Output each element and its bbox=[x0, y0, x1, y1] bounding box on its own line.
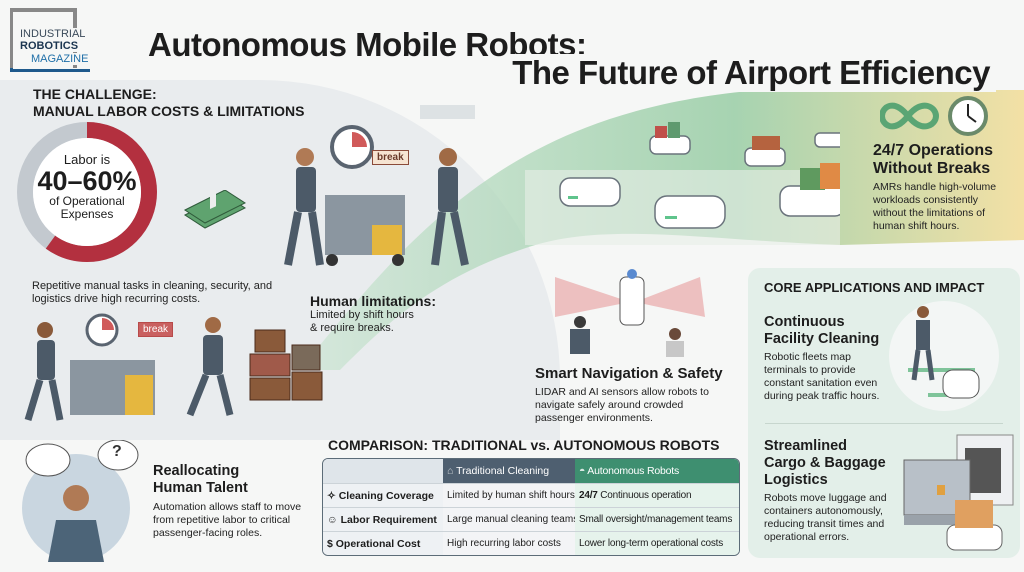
donut-value: 40–60% bbox=[37, 166, 137, 196]
navigation-text: LIDAR and AI sensors allow robots to nav… bbox=[535, 386, 709, 424]
donut-text-1: Labor is bbox=[63, 152, 111, 167]
row-label-text: Operational Cost bbox=[335, 537, 421, 550]
core-divider bbox=[765, 423, 1003, 424]
core-item-cleaning-text: Robotic fleets map terminals to provide … bbox=[764, 351, 880, 402]
challenge-heading: THE CHALLENGE: MANUAL LABOR COSTS & LIMI… bbox=[33, 86, 304, 120]
people-icon: ☺ bbox=[327, 513, 341, 526]
core-item-logistics-title3: Logistics bbox=[764, 472, 828, 488]
magazine-logo: INDUSTRIAL ROBOTICS MAGAZINE bbox=[10, 8, 91, 72]
smart-navigation-illustration bbox=[555, 269, 705, 357]
human-limitations-title: Human limitations: bbox=[310, 293, 437, 309]
robot-fleet-illustration bbox=[559, 122, 840, 229]
core-item-logistics-title2: Cargo & Baggage bbox=[764, 455, 886, 471]
core-item-cleaning: Continuous Facility Cleaning Robotic fle… bbox=[764, 314, 894, 403]
donut-label: Labor is 40–60% of Operational Expenses bbox=[22, 152, 152, 221]
sparkle-icon: ✧ bbox=[327, 489, 339, 502]
human-limitations-text2: & require breaks. bbox=[310, 322, 394, 334]
table-header-autonomous: ◓ Autonomous Robots bbox=[575, 459, 739, 483]
row-label: ☺ Labor Requirement bbox=[323, 507, 443, 531]
logo-line1: INDUSTRIAL bbox=[18, 28, 88, 40]
core-item-cleaning-title1: Continuous bbox=[764, 314, 845, 330]
cell-traditional: Large manual cleaning teams bbox=[443, 507, 575, 531]
header-autonomous-label: Autonomous Robots bbox=[587, 465, 680, 477]
operations-text: AMRs handle high-volume workloads consis… bbox=[873, 181, 997, 232]
donut-text-3: Expenses bbox=[60, 207, 114, 221]
row-label-text: Labor Requirement bbox=[340, 513, 437, 526]
manual-workers-illustration bbox=[24, 313, 323, 422]
table-row: ✧ Cleaning Coverage Limited by human shi… bbox=[323, 483, 739, 507]
talent-text: Automation allows staff to move from rep… bbox=[153, 501, 302, 539]
infinity-clock-icon bbox=[880, 96, 988, 136]
cell-autonomous: 24/7 Continuous operation bbox=[575, 483, 739, 507]
cleaning-staff-illustration bbox=[284, 105, 475, 266]
core-item-cleaning-title2: Facility Cleaning bbox=[764, 331, 880, 347]
donut-labor-segment bbox=[17, 122, 157, 262]
cell-traditional: High recurring labor costs bbox=[443, 531, 575, 555]
table-header-empty bbox=[323, 459, 443, 483]
money-stack-icon bbox=[183, 190, 247, 229]
cell-traditional: Limited by human shift hours bbox=[443, 483, 575, 507]
core-item-logistics-title1: Streamlined bbox=[764, 438, 847, 454]
challenge-heading-2: MANUAL LABOR COSTS & LIMITATIONS bbox=[33, 103, 305, 119]
talent-title-2: Human Talent bbox=[153, 480, 248, 496]
table-row: ☺ Labor Requirement Large manual cleanin… bbox=[323, 507, 739, 531]
talent-block: Reallocating Human Talent Automation all… bbox=[153, 463, 318, 540]
talent-title-1: Reallocating bbox=[153, 463, 240, 479]
cell-autonomous-text: Continuous operation bbox=[597, 490, 692, 501]
comparison-heading: COMPARISON: TRADITIONAL vs. AUTONOMOUS R… bbox=[328, 437, 720, 453]
logo-line2: ROBOTICS bbox=[18, 40, 81, 52]
table-header-row: ⌂ Traditional Cleaning ◓ Autonomous Robo… bbox=[323, 459, 739, 483]
core-heading: CORE APPLICATIONS AND IMPACT bbox=[764, 280, 985, 295]
question-mark-icon: ? bbox=[112, 443, 122, 460]
operations-title-1: 24/7 Operations bbox=[873, 142, 994, 159]
donut-center bbox=[33, 138, 141, 246]
header-traditional-label: Traditional Cleaning bbox=[456, 465, 550, 477]
core-item-logistics: Streamlined Cargo & Baggage Logistics Ro… bbox=[764, 438, 900, 544]
operations-block: 24/7 Operations Without Breaks AMRs hand… bbox=[873, 142, 1023, 233]
money-bag-icon: $ bbox=[327, 537, 336, 550]
operations-title-2: Without Breaks bbox=[873, 160, 991, 177]
donut-text-2: of Operational bbox=[49, 194, 125, 208]
row-label-text: Cleaning Coverage bbox=[338, 489, 434, 502]
robot-icon: ◓ bbox=[579, 465, 588, 477]
navigation-block: Smart Navigation & Safety LIDAR and AI s… bbox=[535, 365, 735, 425]
cell-autonomous-bold: 24/7 bbox=[579, 490, 598, 501]
page-title-line2: The Future of Airport Efficiency bbox=[506, 54, 996, 92]
challenge-description: Repetitive manual tasks in cleaning, sec… bbox=[32, 280, 273, 305]
table-row: $ Operational Cost High recurring labor … bbox=[323, 531, 739, 555]
challenge-heading-1: THE CHALLENGE: bbox=[33, 86, 157, 102]
staff-reallocation-illustration bbox=[22, 440, 139, 562]
cargo-logistics-illustration bbox=[903, 434, 1014, 551]
break-sign-2: break bbox=[138, 322, 174, 337]
cell-autonomous: Small oversight/management teams bbox=[575, 507, 739, 531]
table-header-traditional: ⌂ Traditional Cleaning bbox=[443, 459, 575, 483]
comparison-table: ⌂ Traditional Cleaning ◓ Autonomous Robo… bbox=[322, 458, 740, 556]
navigation-title: Smart Navigation & Safety bbox=[535, 365, 723, 382]
row-label: ✧ Cleaning Coverage bbox=[323, 483, 443, 507]
human-limitations-text1: Limited by shift hours bbox=[310, 309, 414, 321]
row-label: $ Operational Cost bbox=[323, 531, 443, 555]
break-sign: break bbox=[372, 150, 409, 165]
logo-line3: MAGAZINE bbox=[29, 53, 91, 65]
cleaning-cart-icon: ⌂ bbox=[447, 465, 457, 477]
human-limitations: Human limitations: Limited by shift hour… bbox=[310, 293, 436, 335]
core-item-logistics-text: Robots move luggage and containers auton… bbox=[764, 492, 887, 543]
cell-autonomous: Lower long-term operational costs bbox=[575, 531, 739, 555]
labor-donut-chart bbox=[17, 122, 157, 262]
facility-cleaning-illustration bbox=[889, 301, 999, 411]
